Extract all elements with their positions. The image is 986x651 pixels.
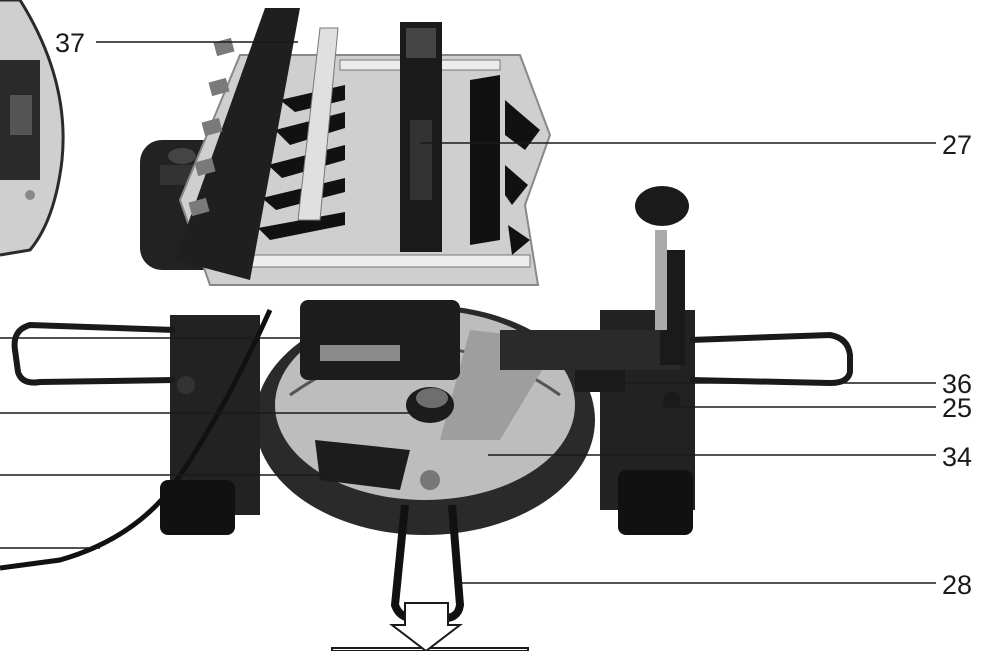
center-lock-mechanism <box>300 300 460 490</box>
callout-25: 25 <box>942 393 972 423</box>
left-extension-bar <box>11 321 176 386</box>
clamp-assembly <box>500 186 689 409</box>
right-extension-bar <box>689 331 853 387</box>
direction-arrow <box>331 602 529 651</box>
callout-28: 28 <box>942 570 972 600</box>
callout-36: 36 <box>942 369 972 399</box>
callout-37: 37 <box>55 28 85 58</box>
callout-34: 34 <box>942 442 972 472</box>
power-cable <box>0 308 273 571</box>
detail-inset <box>0 0 65 257</box>
leader-lines <box>0 41 936 584</box>
callout-27: 27 <box>942 130 972 160</box>
